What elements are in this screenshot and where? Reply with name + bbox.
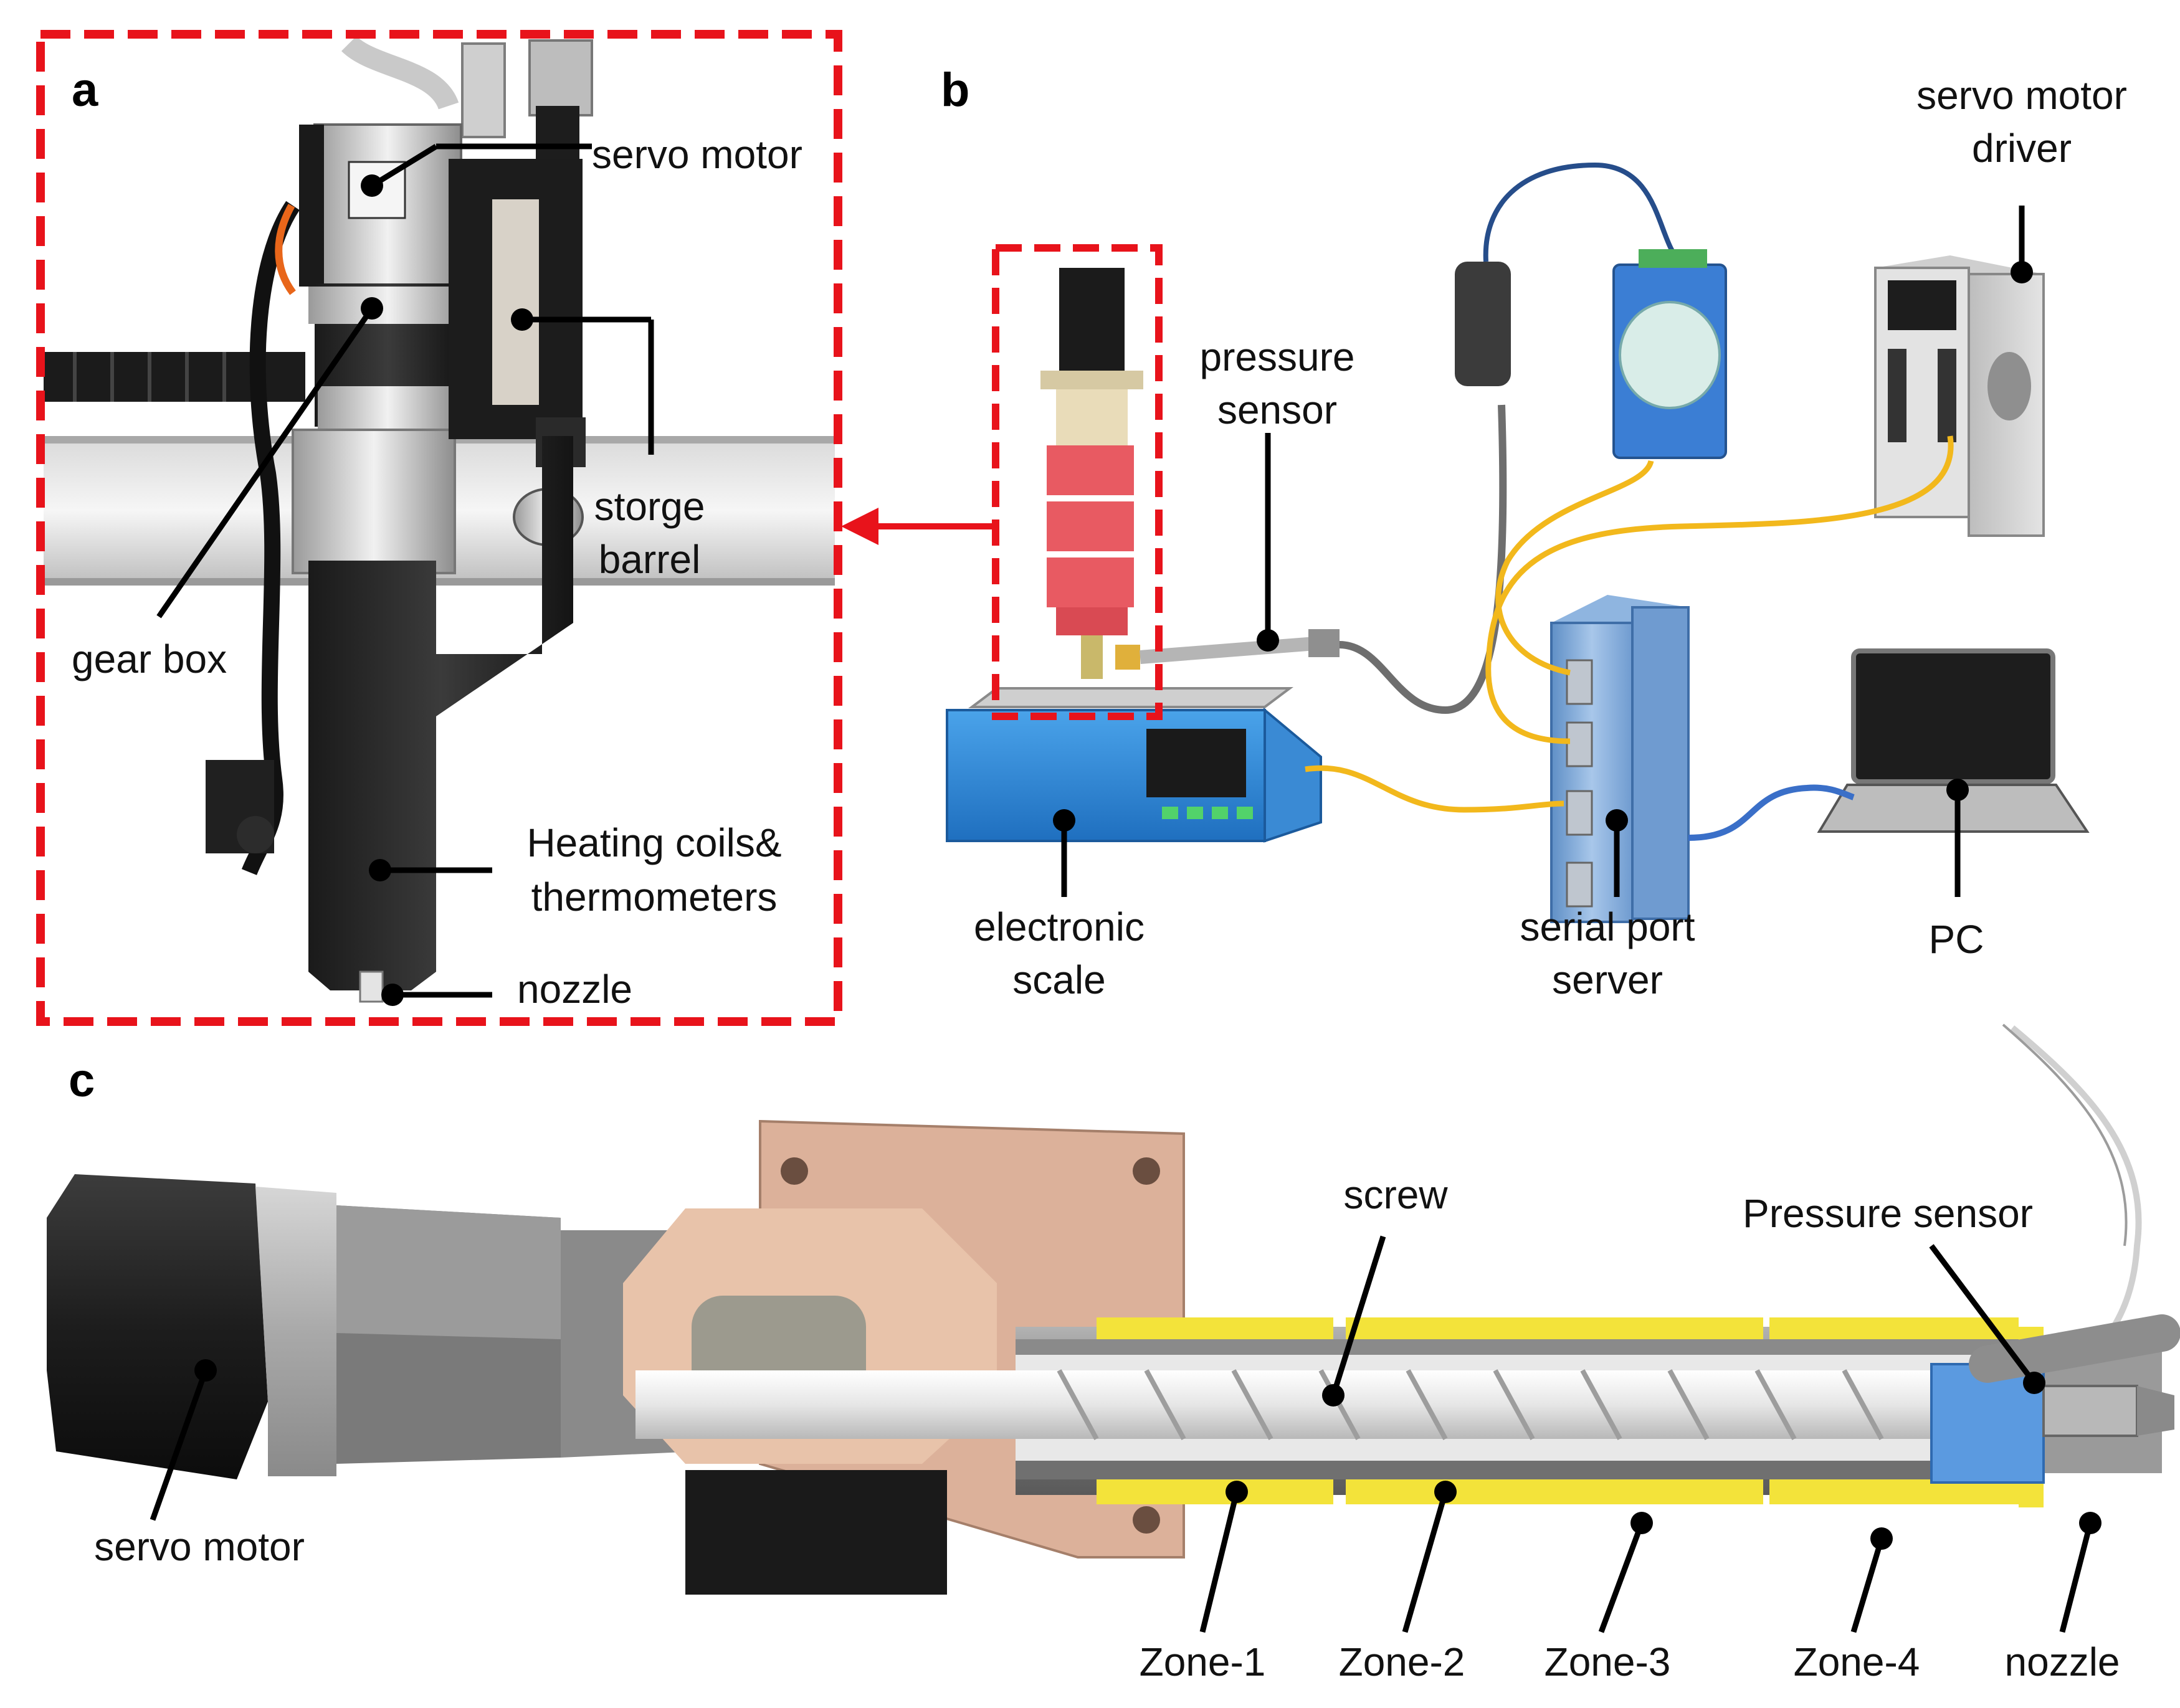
label-zone-4: Zone-4 — [1793, 1639, 1920, 1684]
label-thermometers: thermometers — [531, 875, 778, 919]
label-nozzle-c: nozzle — [2004, 1639, 2120, 1684]
panel-b-extruder-box — [992, 244, 1163, 720]
label-storge: storge — [594, 484, 705, 529]
pc-screen — [1851, 648, 2055, 784]
cable-pc-serial — [1688, 784, 1855, 841]
label-pressure-1: pressure — [1199, 334, 1355, 379]
heater-band — [1047, 445, 1134, 495]
sensor-amplifier — [1455, 262, 1511, 386]
label-servo-motor-driver-2: driver — [1971, 126, 2072, 171]
label-pressure-2: sensor — [1217, 387, 1338, 432]
label-servo-motor-driver-1: servo motor — [1916, 73, 2127, 118]
serial-port-server-side — [1631, 606, 1690, 920]
panel-letter-b: b — [941, 64, 970, 116]
label-scale: scale — [1012, 957, 1106, 1002]
callout-arrow — [841, 508, 996, 545]
gearbox-c — [255, 1187, 336, 1476]
cable-bundle — [241, 201, 300, 875]
scale-platform — [968, 687, 1293, 708]
pc-keyboard — [1817, 784, 2090, 833]
panel-c-render — [47, 1023, 2180, 1595]
nozzle-tip — [359, 970, 384, 1003]
label-electronic: electronic — [974, 904, 1145, 949]
panel-a-leaders — [156, 143, 654, 1006]
label-server: server — [1552, 957, 1663, 1002]
label-serial-port: serial port — [1520, 904, 1695, 949]
air-hose — [341, 36, 459, 110]
heater-zone-1-top — [1097, 1317, 1333, 1339]
label-nozzle-a: nozzle — [517, 967, 632, 1012]
screw — [635, 1370, 1944, 1439]
label-pc: PC — [1928, 917, 1984, 962]
label-screw: screw — [1343, 1172, 1448, 1217]
servo-motor-c — [47, 1174, 268, 1479]
label-zone-1: Zone-1 — [1139, 1639, 1266, 1684]
cable-scale-serial — [1305, 765, 1564, 813]
label-barrel: barrel — [598, 537, 701, 582]
screw-flights — [1057, 1369, 1884, 1440]
label-heating-coils: Heating coils& — [526, 820, 782, 865]
label-gear-box: gear box — [72, 637, 227, 681]
label-zone-3: Zone-3 — [1544, 1639, 1671, 1684]
label-servo-motor-c: servo motor — [94, 1524, 305, 1569]
heating-column — [308, 436, 573, 990]
pressure-sensor-cable-c — [2010, 1025, 2142, 1341]
nozzle-adapter — [1930, 1363, 2045, 1484]
label-pressure-sensor-c: Pressure sensor — [1743, 1191, 2033, 1236]
cooling-fan — [685, 1470, 947, 1595]
cable-driver-serial — [1485, 435, 1954, 744]
cable-meter-serial — [1495, 460, 1654, 676]
panel-a-border — [36, 30, 842, 1026]
panel-b-leaders — [1053, 206, 2033, 897]
panel-b-render — [946, 162, 2090, 923]
panel-letter-a: a — [72, 64, 98, 116]
pressure-sensor-probe — [1140, 635, 1340, 664]
panel-a-photo — [44, 36, 835, 1003]
label-zone-2: Zone-2 — [1338, 1639, 1465, 1684]
mounting-plate — [292, 429, 456, 574]
extruder-motor — [1059, 268, 1125, 371]
panel-c-leaders — [150, 1235, 2101, 1633]
heater-zone-1-bottom — [1097, 1479, 1333, 1504]
label-servo-motor-a: servo motor — [592, 132, 802, 177]
scale-display — [1146, 729, 1246, 797]
panel-letter-c: c — [69, 1054, 95, 1107]
pressure-sensor-cable — [1339, 404, 1507, 714]
nozzle-c — [2042, 1385, 2138, 1437]
hose-clamp — [461, 42, 506, 138]
